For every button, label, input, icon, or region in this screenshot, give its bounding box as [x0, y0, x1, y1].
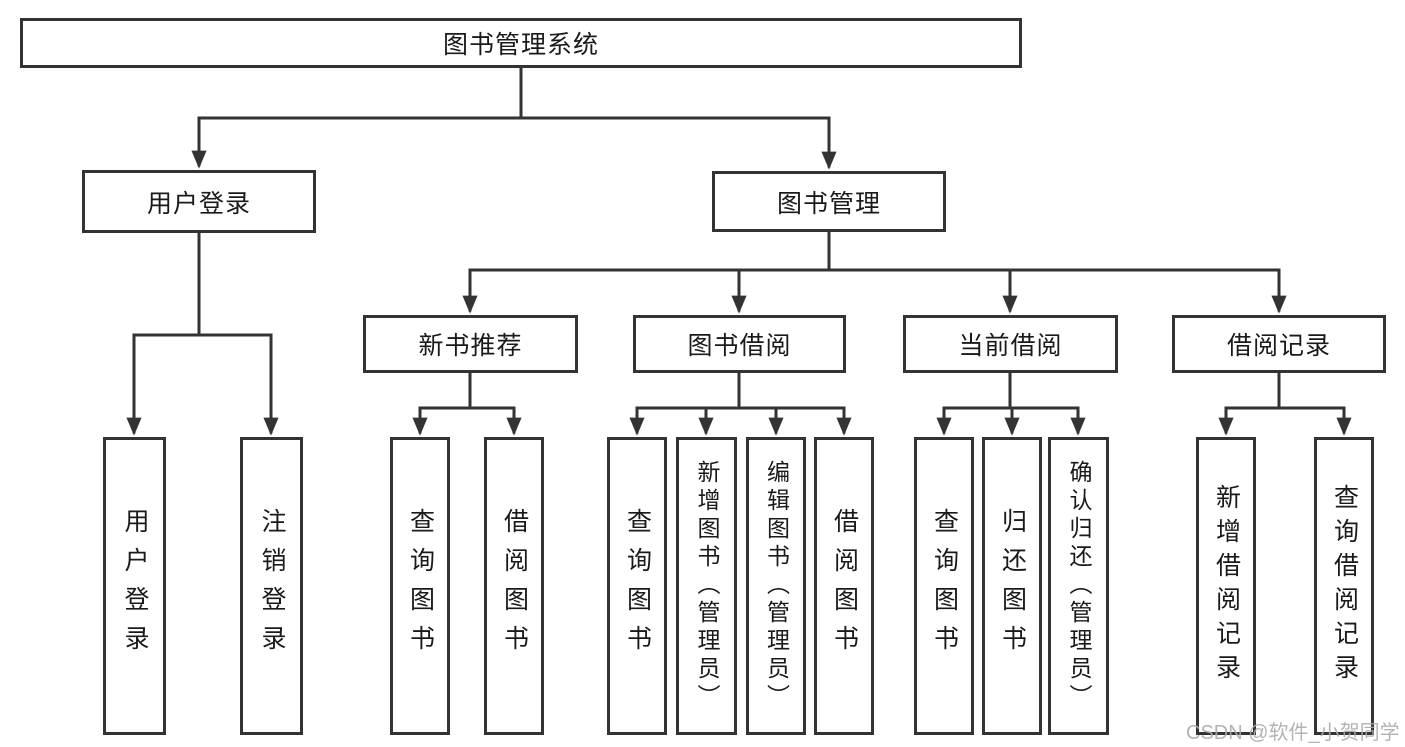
- node-label: 借阅图书: [500, 508, 529, 664]
- leaf-borrow-books-recommend: 借阅图书: [484, 437, 544, 735]
- node-label: 图书借阅: [687, 332, 792, 360]
- leaf-add-borrow-record: 新增借阅记录: [1196, 437, 1256, 735]
- node-label: 图书管理: [776, 189, 881, 218]
- node-new-book-recommend: 新书推荐: [363, 315, 578, 373]
- node-label: 借阅图书: [830, 508, 859, 664]
- leaf-confirm-return-admin: 确认归还（管理员）: [1048, 437, 1109, 735]
- node-label: 注销登录: [258, 508, 286, 664]
- leaf-query-borrow-record: 查询借阅记录: [1314, 437, 1374, 735]
- node-borrowing-records: 借阅记录: [1172, 315, 1386, 373]
- node-label: 用户登录: [146, 189, 251, 218]
- node-label: 查询图书: [406, 508, 435, 664]
- node-label: 归还图书: [998, 508, 1027, 664]
- node-label: 新增借阅记录: [1212, 484, 1241, 688]
- leaf-logout: 注销登录: [240, 437, 303, 735]
- leaf-query-books-recommend: 查询图书: [390, 437, 450, 735]
- node-label: 当前借阅: [958, 332, 1063, 360]
- leaf-query-books-borrowing: 查询图书: [607, 437, 667, 735]
- leaf-query-books-current: 查询图书: [914, 437, 974, 735]
- csdn-watermark: CSDN @软件_小贺同学: [1186, 722, 1400, 744]
- leaf-edit-books-admin: 编辑图书（管理员）: [746, 437, 806, 735]
- node-label: 编辑图书（管理员）: [763, 460, 790, 712]
- node-library-management-system: 图书管理系统: [20, 18, 1022, 68]
- node-user-login: 用户登录: [82, 170, 316, 233]
- node-label: 借阅记录: [1226, 332, 1331, 360]
- node-label: 查询图书: [930, 508, 959, 664]
- node-label: 新书推荐: [418, 332, 523, 360]
- node-label: 查询图书: [623, 508, 652, 664]
- node-current-borrowing: 当前借阅: [903, 315, 1118, 373]
- leaf-user-login: 用户登录: [103, 437, 166, 735]
- node-label: 图书管理系统: [442, 31, 599, 59]
- node-book-management: 图书管理: [712, 171, 946, 232]
- node-book-borrowing: 图书借阅: [633, 315, 846, 373]
- node-label: 新增图书（管理员）: [694, 460, 720, 712]
- leaf-borrow-books-borrowing: 借阅图书: [814, 437, 874, 735]
- leaf-return-books: 归还图书: [982, 437, 1042, 735]
- node-label: 确认归还（管理员）: [1066, 460, 1092, 712]
- node-label: 用户登录: [121, 508, 149, 664]
- leaf-add-books-admin: 新增图书（管理员）: [676, 437, 737, 735]
- node-label: 查询借阅记录: [1330, 484, 1359, 688]
